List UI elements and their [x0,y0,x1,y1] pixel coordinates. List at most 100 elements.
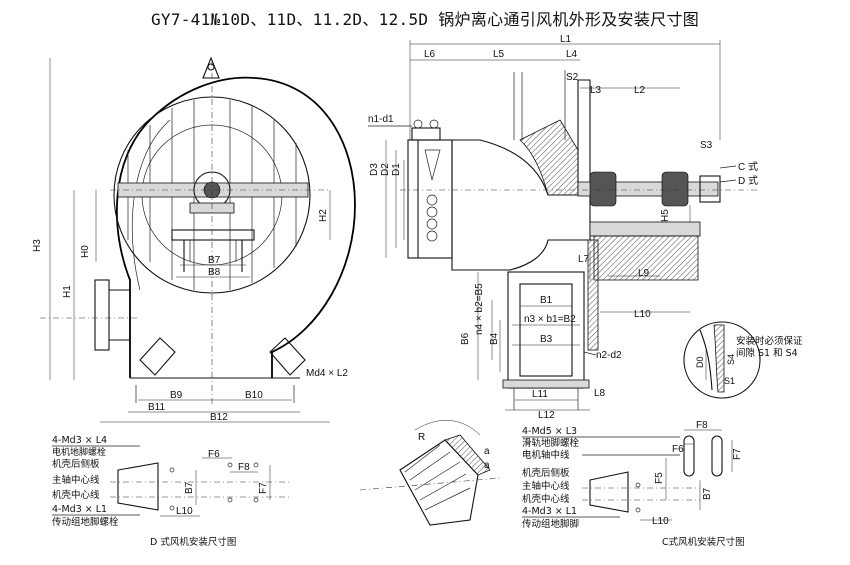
dim-L7: L7 [578,254,590,265]
dim-B7: B7 [208,255,221,266]
dim-B8: B8 [208,267,221,278]
d-dim-B7: B7 [184,481,195,494]
dim-H3: H3 [32,239,43,252]
c-dim-F6: F6 [672,444,684,455]
impeller-axis [359,477,501,491]
dim-n1-d1: n1-d1 [368,114,394,125]
impeller-rim [444,434,491,476]
d-dim-F7: F7 [258,482,269,494]
dim-B6: B6 [460,332,471,345]
dim-L11: L11 [532,389,548,400]
dim-L4: L4 [566,49,578,60]
dim-D3: D3 [369,163,380,176]
d-label-rear-plate: 机壳后侧板 [52,458,100,470]
right-foot [269,337,306,376]
c-bolt-bottom-note: 传动组地脚脚 [522,518,579,530]
c-rail-slot-right [711,435,723,477]
d-bolt-bottom-note: 传动组地脚螺栓 [52,516,119,528]
side-casing [451,79,591,271]
impeller-sector-blades [404,444,471,511]
dim-n3-b1-B2: n3 × b1=B2 [524,314,576,325]
dim-D1: D1 [391,163,402,176]
dim-B11: B11 [148,402,165,413]
d-dim-L10: L10 [176,506,193,517]
c-rail-note: 滑轨地脚螺栓 [522,437,580,449]
dim-L2: L2 [634,85,646,96]
dim-B1: B1 [540,295,553,306]
c-casing-plate [589,471,629,513]
dim-D2: D2 [380,163,391,176]
c-type-installation: 4-Md5 × L3 滑轨地脚螺栓 电机轴中线 机壳后侧板 主轴中心线 机壳中心… [522,420,745,548]
detail-cone-section [713,324,725,393]
c-dim-L10: L10 [652,516,669,527]
dim-L12: L12 [538,410,555,421]
d-type-installation: 4-Md3 × L4 电机地脚螺栓 机壳后侧板 主轴中心线 机壳中心线 4-Md… [52,435,290,548]
c-rail-slot-left [683,435,695,477]
d-bolt-top-note: 电机地脚螺栓 [52,446,106,457]
c-bolt-top: 4-Md5 × L3 [522,426,577,437]
damper-actuator [411,127,441,141]
c-dim-F5: F5 [654,472,665,484]
dim-a-1: a [484,446,490,457]
damper-blade [424,149,441,181]
inlet-cone [519,119,579,196]
dim-B10: B10 [245,390,263,401]
d-bolt-top: 4-Md3 × L4 [52,435,107,446]
d-bolt-holes [169,462,259,511]
side-view: L1 L6 L5 L4 S2 L3 L2 S3 C 式 D 式 [368,34,760,421]
dim-S3: S3 [700,140,713,151]
dim-L3: L3 [590,85,602,96]
left-foot [139,337,176,376]
coupling [699,175,721,203]
dim-B12: B12 [210,412,228,423]
d-label-shaft-axis: 主轴中心线 [52,474,100,486]
detail-note-line-2: 间隙 S1 和 S4 [736,347,798,359]
dim-n2-d2: n2-d2 [596,350,622,361]
outlet-frame-inner [519,283,573,377]
gap-detail: D0 S4 S1 安装时必须保证 间隙 S1 和 S4 [683,321,803,399]
foundation-wall [587,239,599,351]
damper-springs [426,194,438,242]
dim-L6: L6 [424,49,436,60]
dim-L8: L8 [594,388,606,399]
d-caption: D 式风机安装尺寸图 [150,536,236,548]
c-dim-F7: F7 [732,448,743,460]
c-label-casing-axis: 机壳中心线 [522,493,570,505]
c-bolt-holes [635,482,641,513]
volute-casing [115,76,356,378]
dim-L10: L10 [634,309,651,320]
c-dim-F8: F8 [696,420,708,431]
front-view: H3 H0 H1 H2 B7 B8 B9 B10 B11 B12 Md4 × L… [32,56,356,423]
dim-H2: H2 [318,209,329,222]
c-label-rear-plate: 机壳后侧板 [522,467,570,479]
volute-inner-line [131,119,171,291]
c-bolt-bottom: 4-Md3 × L1 [522,506,577,517]
dim-L5: L5 [493,49,505,60]
pedestal-top [589,221,701,237]
detail-cone-curve [699,329,713,391]
dim-H0: H0 [80,245,91,258]
bearing-left [589,171,617,207]
dim-R: R [418,432,425,443]
label-c-type: C 式 [738,160,758,173]
dim-S1: S1 [724,376,735,386]
dim-a-2: a [484,460,490,471]
dim-L9: L9 [638,268,650,279]
c-motor-axis: 电机轴中线 [522,449,570,461]
outlet-base [502,379,590,389]
impeller-circle [113,96,311,294]
page-title: GY7-41№10D、11D、11.2D、12.5D 锅炉离心通引风机外形及安装… [150,10,700,29]
dim-n4-b2-B5: n4 × b2=B5 [474,283,485,335]
lifting-eye-hole [207,63,215,71]
detail-circle [683,321,761,399]
dim-H1: H1 [62,285,73,298]
dim-L1: L1 [560,34,572,45]
d-dim-F8: F8 [238,462,250,473]
dim-S2: S2 [566,72,579,83]
bearing-right [661,171,689,207]
impeller-sector [399,439,479,526]
c-caption: C式风机安装尺寸图 [662,536,745,548]
dim-B3: B3 [540,334,553,345]
label-d-type: D 式 [738,174,758,187]
